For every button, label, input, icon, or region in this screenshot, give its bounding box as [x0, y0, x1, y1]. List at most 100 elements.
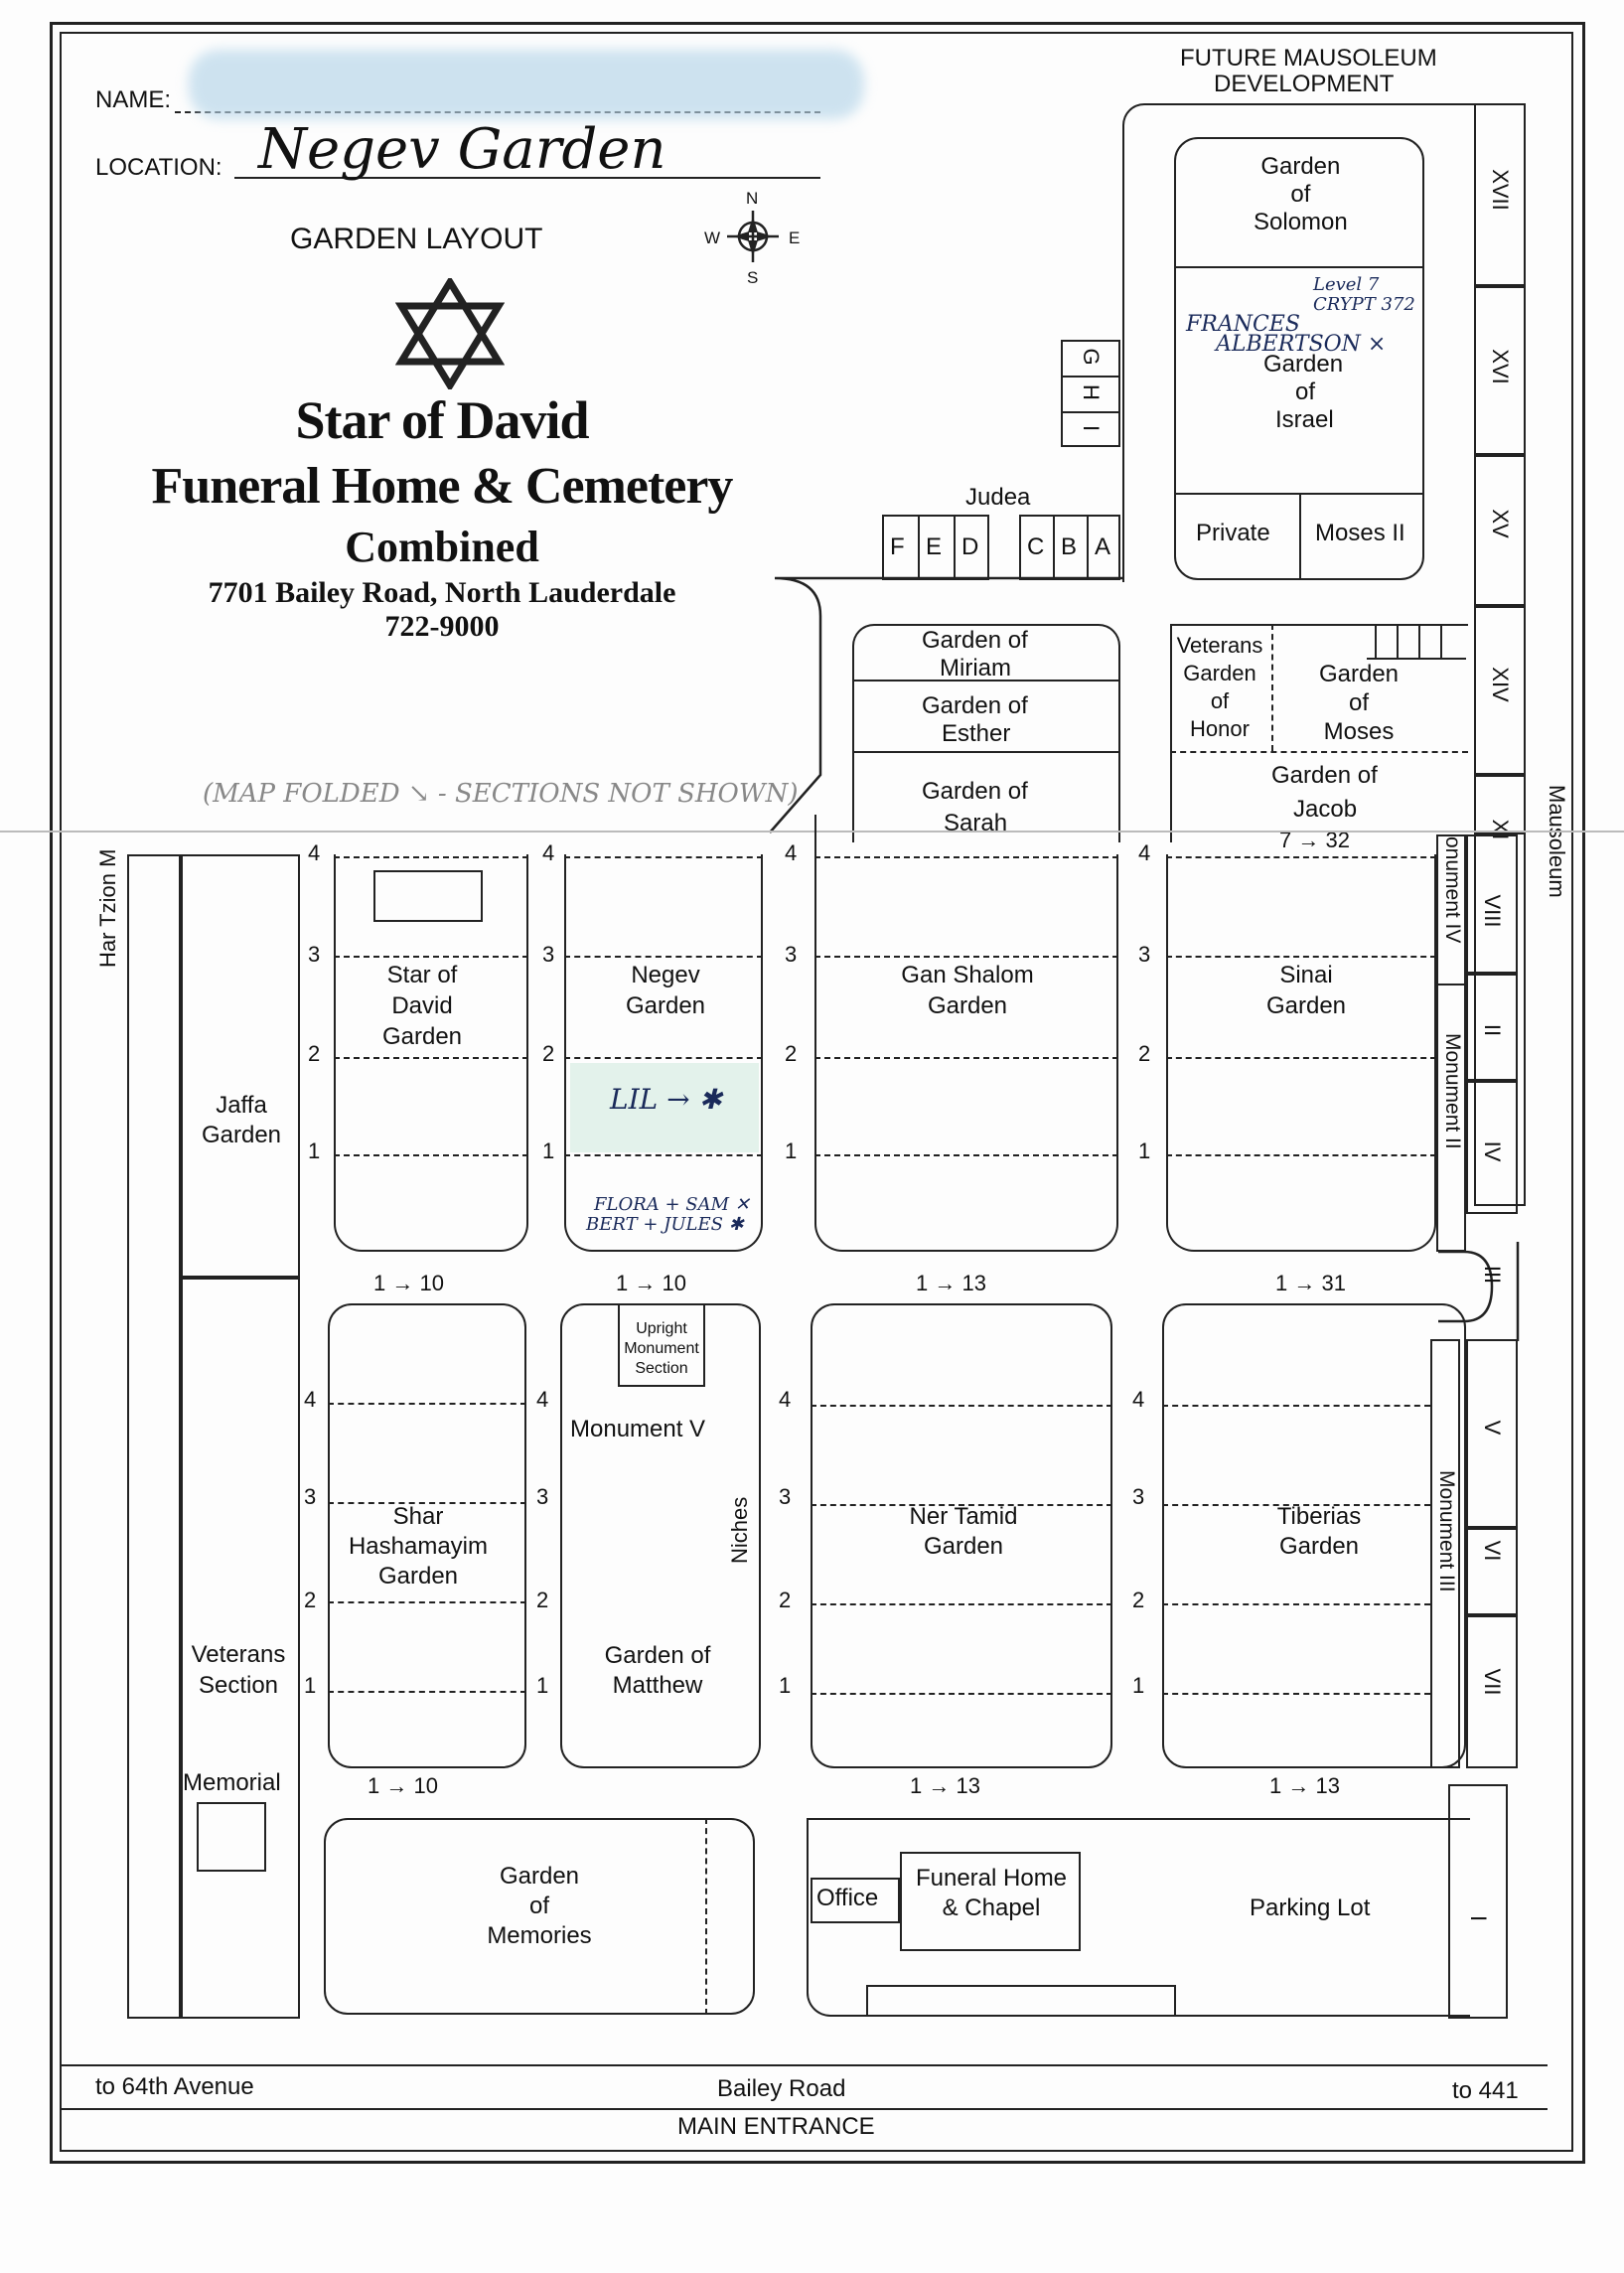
israel-3: Israel [1275, 406, 1334, 433]
section-i [1448, 1784, 1508, 2019]
star-of-david-icon [395, 278, 505, 389]
judea-div2 [954, 515, 956, 580]
row-num-2: 2 [785, 1041, 798, 1066]
bailey-road-bottom [62, 2108, 1548, 2110]
nt-row-2-line [811, 1603, 1112, 1605]
moses-steps [1367, 624, 1466, 660]
roman-v: V [1480, 1420, 1505, 1436]
roman-i: I [1466, 1914, 1491, 1922]
negev-row-3-line [564, 956, 763, 958]
main-entrance-label: MAIN ENTRANCE [677, 2113, 875, 2140]
upright-monument-box [618, 1303, 705, 1387]
tib-row-3-line [1162, 1504, 1430, 1506]
shar-row-2-line [328, 1601, 526, 1603]
moses-ii-section: Moses II [1315, 520, 1405, 546]
roman-xvi: XVI [1488, 349, 1513, 384]
sinai-row-2-line [1166, 1057, 1436, 1059]
range-star-of-david: 1 → 10 [373, 1271, 444, 1295]
lil-note: LIL → ✱ [610, 1083, 722, 1116]
memorial-label: Memorial [183, 1769, 281, 1796]
judea-label: Judea [965, 484, 1031, 511]
row-num-2: 2 [308, 1041, 321, 1066]
sod-row-1-line [334, 1154, 528, 1156]
level-note: Level 7 [1313, 274, 1380, 295]
monument-iii-column [1430, 1339, 1460, 1768]
bert-note: BERT + JULES ✱ [586, 1214, 744, 1235]
jacob-1: Garden of [1271, 762, 1378, 789]
row-num-3: 3 [308, 942, 321, 967]
ihg-g: G [1079, 348, 1104, 366]
nt-row-4-line [811, 1405, 1112, 1407]
row-num-2: 2 [779, 1588, 792, 1612]
compass-icon [727, 211, 779, 262]
albertson-note: ALBERTSON × [1216, 332, 1387, 357]
location-line [234, 177, 820, 179]
range-tiberias: 1 → 13 [1269, 1773, 1340, 1798]
row-num-2: 2 [304, 1588, 317, 1612]
monument-ii-label: Monument II [1441, 1033, 1464, 1149]
roman-iii: III [1480, 1265, 1505, 1285]
section-v [1466, 1339, 1518, 1528]
row-num-4: 4 [1132, 1387, 1145, 1412]
future-mausoleum-2: DEVELOPMENT [1214, 71, 1395, 97]
gan-shalom-edge [814, 815, 816, 854]
roman-xv: XV [1488, 509, 1513, 538]
row-num-3: 3 [1132, 1484, 1145, 1509]
har-tzion-strip [127, 854, 181, 2019]
section-xi [1474, 775, 1526, 834]
jacob-divider [1170, 751, 1468, 753]
map-frame-outer [50, 22, 1585, 2164]
roman-xvii: XVII [1488, 169, 1513, 211]
israel-1: Garden [1263, 351, 1344, 378]
location-label: LOCATION: [95, 154, 222, 181]
range-ner-tamid: 1 → 13 [910, 1773, 980, 1798]
roman-vi: VI [1480, 1540, 1505, 1562]
map-folded-note: (MAP FOLDED ↘ - SECTIONS NOT SHOWN) [203, 779, 799, 809]
map-frame-inner [60, 32, 1573, 2152]
range-gan-shalom: 1 → 13 [916, 1271, 986, 1295]
range-sinai: 1 → 31 [1275, 1271, 1346, 1295]
range-negev: 1 → 10 [616, 1271, 686, 1295]
tiberias-block [1162, 1303, 1466, 1768]
row-num-4: 4 [308, 840, 321, 865]
miriam-divider [852, 680, 1120, 682]
roman-xiv: XIV [1488, 667, 1513, 702]
jacob-2: Jacob [1293, 796, 1358, 823]
tib-row-4-line [1162, 1405, 1430, 1407]
row-num-4: 4 [542, 840, 555, 865]
negev-row-2-line [564, 1057, 763, 1059]
future-mausoleum-1: FUTURE MAUSOLEUM [1180, 45, 1437, 72]
section-xvi [1474, 286, 1526, 455]
section-iii-loop [1438, 1242, 1520, 1341]
parking-lot-area [1091, 1818, 1470, 2017]
judea-div3 [1053, 515, 1055, 580]
judea-f: F [890, 533, 905, 560]
name-label: NAME: [95, 86, 172, 113]
tib-row-1-line [1162, 1693, 1430, 1695]
row-num-3: 3 [779, 1484, 792, 1509]
sod-row-2-line [334, 1057, 528, 1059]
row-num-1: 1 [785, 1138, 798, 1163]
row-num-2: 2 [1132, 1588, 1145, 1612]
to-64th-avenue: to 64th Avenue [95, 2073, 254, 2100]
parking-lot-label: Parking Lot [1250, 1894, 1371, 1921]
compass-n: N [746, 189, 759, 208]
judea-b: B [1061, 533, 1078, 560]
row-num-1: 1 [1132, 1673, 1145, 1698]
row-num-1: 1 [779, 1673, 792, 1698]
gs-row-4-line [814, 856, 1118, 858]
row-num-1: 1 [304, 1673, 317, 1698]
esther-divider [852, 751, 1120, 753]
row-num-4: 4 [304, 1387, 317, 1412]
shar-row-1-line [328, 1691, 526, 1693]
row-num-1: 1 [536, 1673, 549, 1698]
office-box [811, 1878, 900, 1923]
